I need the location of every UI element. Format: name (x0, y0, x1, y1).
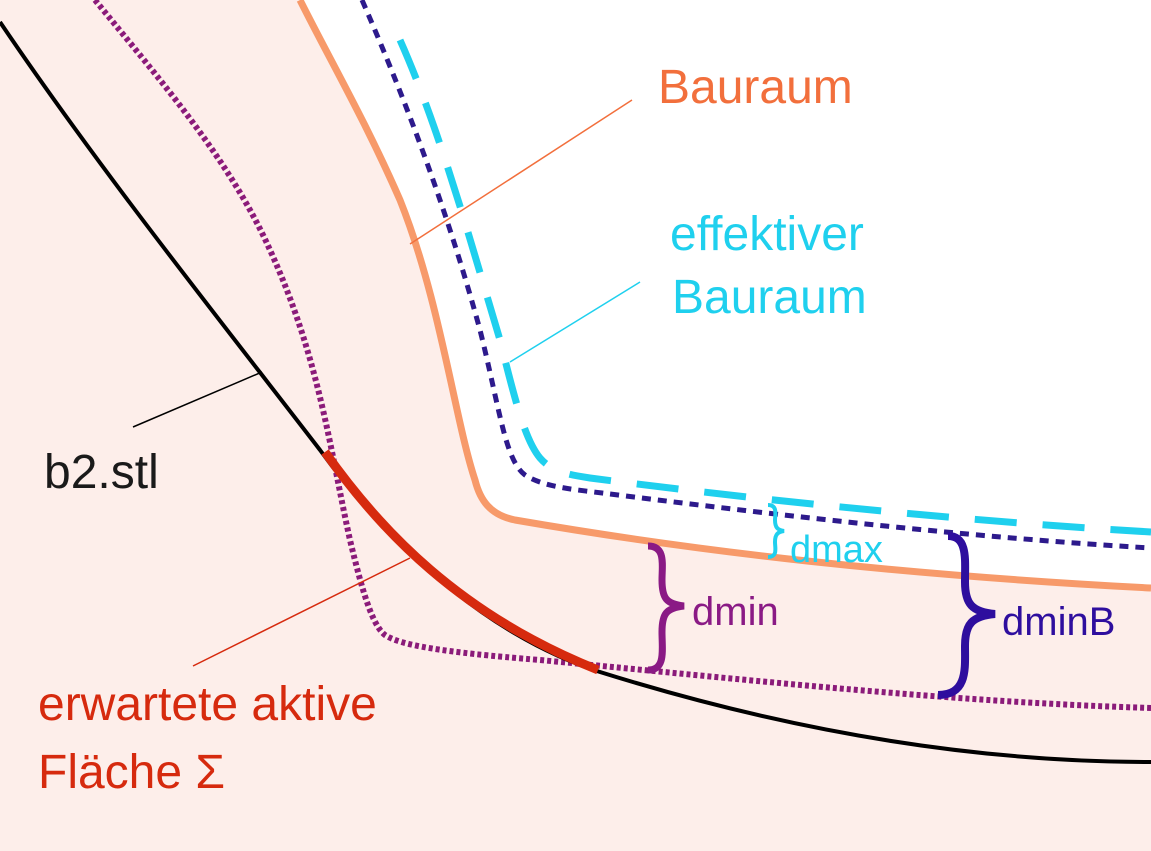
bauraum-leader (409, 99, 633, 245)
dminB-label: dminB (1002, 600, 1115, 644)
dmin-label: dmin (692, 590, 779, 634)
b2stl-leader (132, 371, 263, 428)
b2stl-label: b2.stl (44, 446, 159, 499)
effective-bauraum-curve (396, 38, 1151, 536)
active-area-label-line1: erwartete aktive (38, 678, 377, 731)
effective-leader (509, 281, 641, 363)
effective-bauraum-label-line1: effektiver (670, 208, 864, 261)
bauraum-label: Bauraum (658, 61, 853, 114)
dmax-label: dmax (790, 529, 883, 571)
effective-bauraum-label-line2: Bauraum (672, 271, 867, 324)
dmax-offset-curve (359, 0, 1151, 551)
dmax-brace (767, 503, 785, 559)
dmin-offset-curve (92, 0, 1151, 711)
active-area-segment (321, 449, 600, 675)
dmin-brace (647, 542, 685, 674)
dminB-brace (937, 532, 996, 699)
active-area-leader (192, 557, 411, 667)
active-area-label-line2: Fläche Σ (38, 746, 225, 799)
bauraum-curve (296, 0, 1151, 592)
